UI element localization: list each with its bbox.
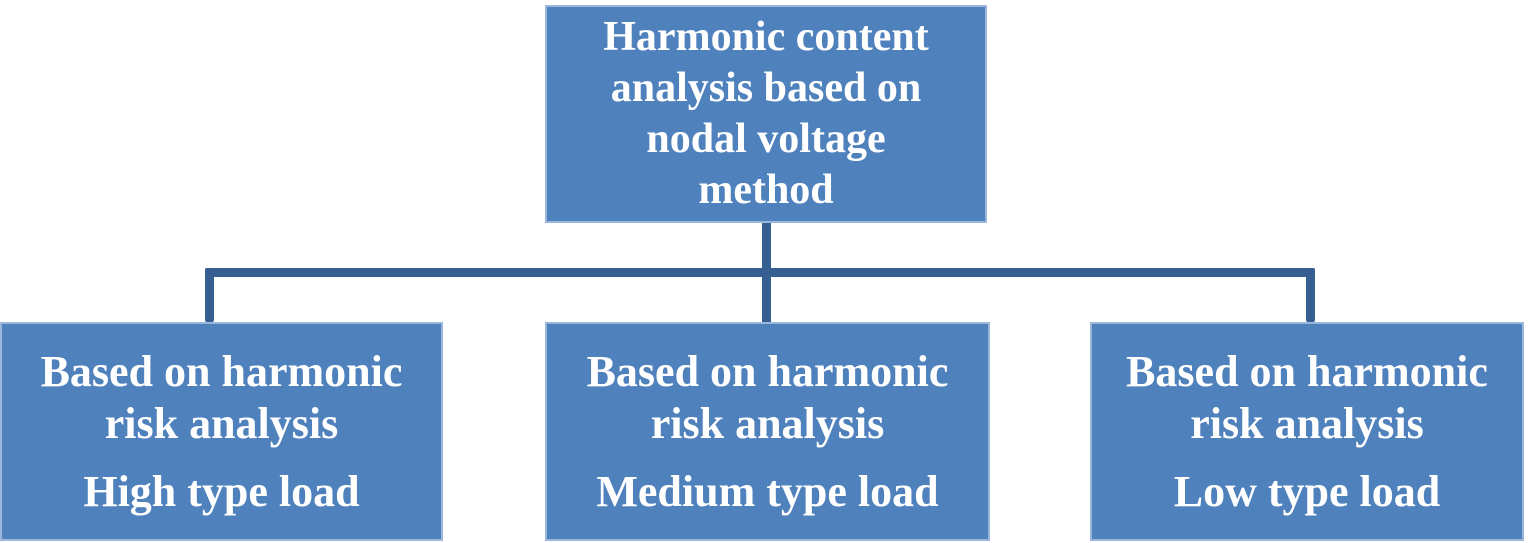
child-node-title: Based on harmonic risk analysis (1126, 346, 1488, 450)
child-node-load-type: High type load (83, 466, 360, 516)
child-node-load-type: Low type load (1173, 466, 1441, 516)
child-node-title-line: risk analysis (650, 398, 885, 448)
connector-left-drop (205, 268, 214, 322)
child-node-low-type-load: Based on harmonic risk analysis Low type… (1090, 322, 1524, 541)
child-node-medium-type-load: Based on harmonic risk analysis Medium t… (545, 322, 990, 541)
child-node-title-line: risk analysis (104, 398, 339, 448)
root-node-line: Harmonic content (603, 14, 929, 60)
child-node-title: Based on harmonic risk analysis (587, 346, 949, 450)
child-node-title-line: Based on harmonic (40, 346, 403, 396)
child-node-title-line: Based on harmonic (586, 346, 949, 396)
root-node-harmonic-content-analysis: Harmonic content analysis based on nodal… (545, 5, 987, 223)
root-node-line: analysis based on (610, 65, 922, 111)
child-node-title-line: Based on harmonic (1126, 346, 1488, 396)
connector-right-drop (1306, 268, 1315, 322)
root-node-line: method (698, 167, 834, 213)
root-node-line: nodal voltage (646, 116, 886, 162)
connector-horizontal-rail (205, 268, 1315, 277)
child-node-high-type-load: Based on harmonic risk analysis High typ… (0, 322, 443, 541)
child-node-load-type: Medium type load (596, 466, 939, 516)
child-node-title-line: risk analysis (1190, 398, 1424, 448)
child-node-title: Based on harmonic risk analysis (41, 346, 403, 450)
